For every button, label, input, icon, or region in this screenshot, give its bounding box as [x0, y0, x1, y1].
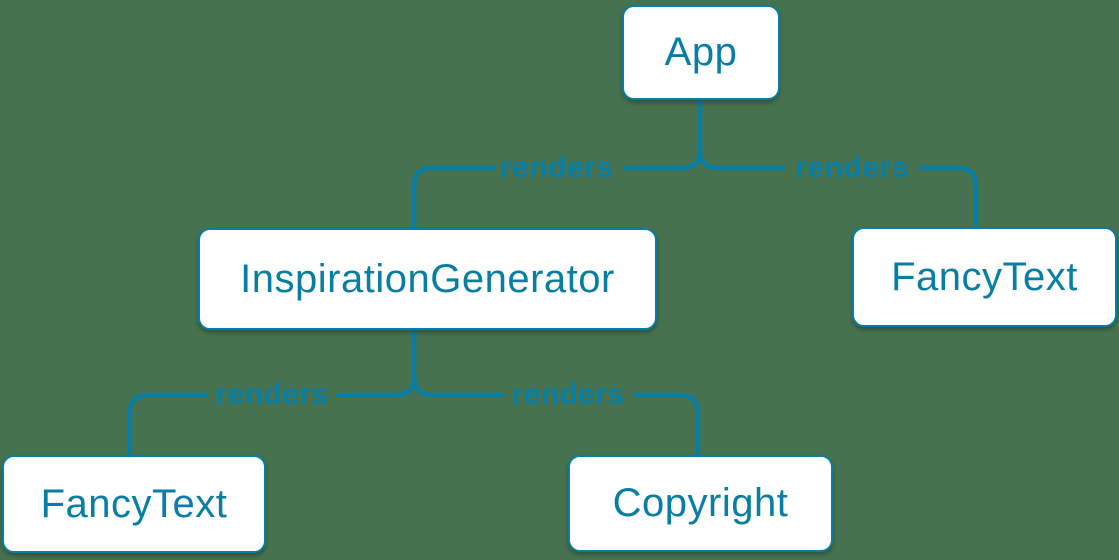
node-fancy-text-top-label: FancyText [891, 254, 1078, 299]
edge-label-renders-inspiration-copyright: renders [511, 378, 625, 411]
edge-app-fancytext-drop [919, 165, 979, 230]
edge-label-renders-app-fancytext: renders [795, 151, 909, 184]
node-app-label: App [664, 30, 738, 74]
edge-app-fancytext-right-fork [697, 147, 786, 171]
node-inspiration-generator-label: InspirationGenerator [240, 256, 615, 301]
edge-inspiration-fancytext-drop [127, 392, 209, 458]
node-inspiration-generator: InspirationGenerator [198, 228, 657, 330]
edge-label-renders-app-inspiration: renders [500, 151, 614, 184]
edge-app-inspiration-drop [411, 165, 497, 231]
edge-inspiration-fancytext-left-fork [335, 374, 417, 398]
edge-label-renders-inspiration-fancytext: renders [215, 378, 329, 411]
node-fancy-text-bottom: FancyText [2, 455, 266, 553]
node-fancy-text-bottom-label: FancyText [40, 481, 228, 526]
edge-inspiration-copyright-drop [633, 392, 701, 458]
node-copyright-label: Copyright [612, 481, 789, 525]
node-app: App [622, 5, 780, 100]
node-fancy-text-top: FancyText [852, 227, 1117, 327]
edge-app-inspiration-left-fork [622, 147, 703, 171]
node-copyright: Copyright [568, 455, 833, 552]
edge-inspiration-copyright-right-fork [411, 374, 505, 398]
